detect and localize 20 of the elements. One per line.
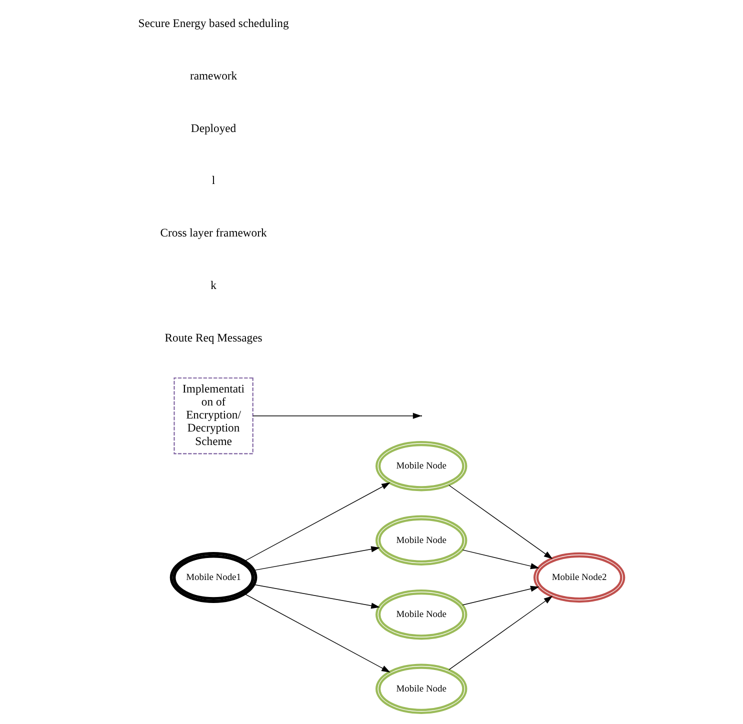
arrow [254,584,380,609]
label: Cross layer framework [160,226,267,240]
node-ellipse: Mobile Node [376,515,468,566]
node-ellipse: Mobile Node1 [170,552,258,603]
label: k [210,279,216,292]
label: Route Req Messages [164,331,262,344]
arrow [448,596,553,670]
arrow [244,482,390,562]
node-box: Implementati on of Encryption/ Decryption Scheme [174,377,254,454]
arrow [462,550,540,570]
node-ellipse: Mobile Node [376,589,468,640]
label: Secure Energy based scheduling [138,17,289,30]
arrow [244,594,390,672]
arrow [448,484,553,560]
arrow [254,546,380,571]
label: l [212,174,216,188]
arrow [462,586,540,606]
label: ramework [190,69,238,82]
label: Deployed [190,122,236,135]
arrow [252,412,422,419]
